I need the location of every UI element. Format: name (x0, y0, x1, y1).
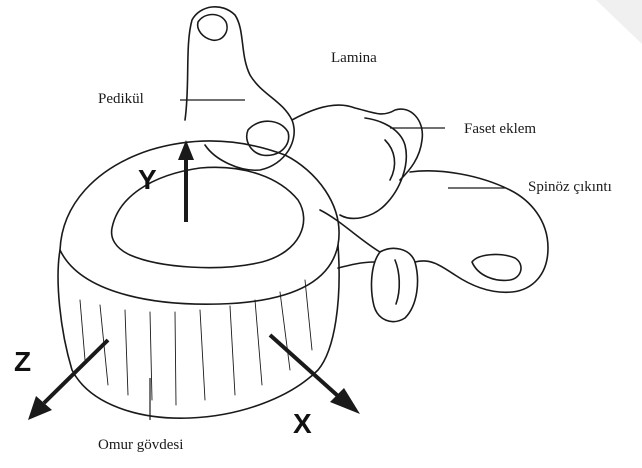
spinous-tip (472, 255, 521, 281)
inferior-process (372, 248, 418, 321)
vertebral-body-top (60, 141, 339, 304)
label-faset-eklem: Faset eklem (464, 122, 536, 137)
superior-process-top (198, 15, 227, 41)
corner-triangle (596, 0, 642, 44)
facet-shape (340, 118, 406, 218)
label-omur-govdesi: Omur gövdesi (98, 438, 183, 453)
axis-label-y: Y (138, 166, 157, 194)
label-pedikul: Pedikül (98, 92, 144, 107)
facet-detail (385, 140, 395, 180)
label-spinoz-cikinti: Spinöz çıkıntı (528, 180, 612, 195)
inferior-process-inner (395, 260, 399, 304)
lamina-shape (292, 105, 422, 180)
label-lamina: Lamina (331, 51, 377, 66)
arch-lower (338, 262, 374, 268)
z-axis-arrow-shaft (44, 340, 108, 403)
x-axis-arrow-shaft (270, 335, 338, 396)
axis-label-z: Z (14, 348, 31, 376)
axis-label-x: X (293, 410, 312, 438)
